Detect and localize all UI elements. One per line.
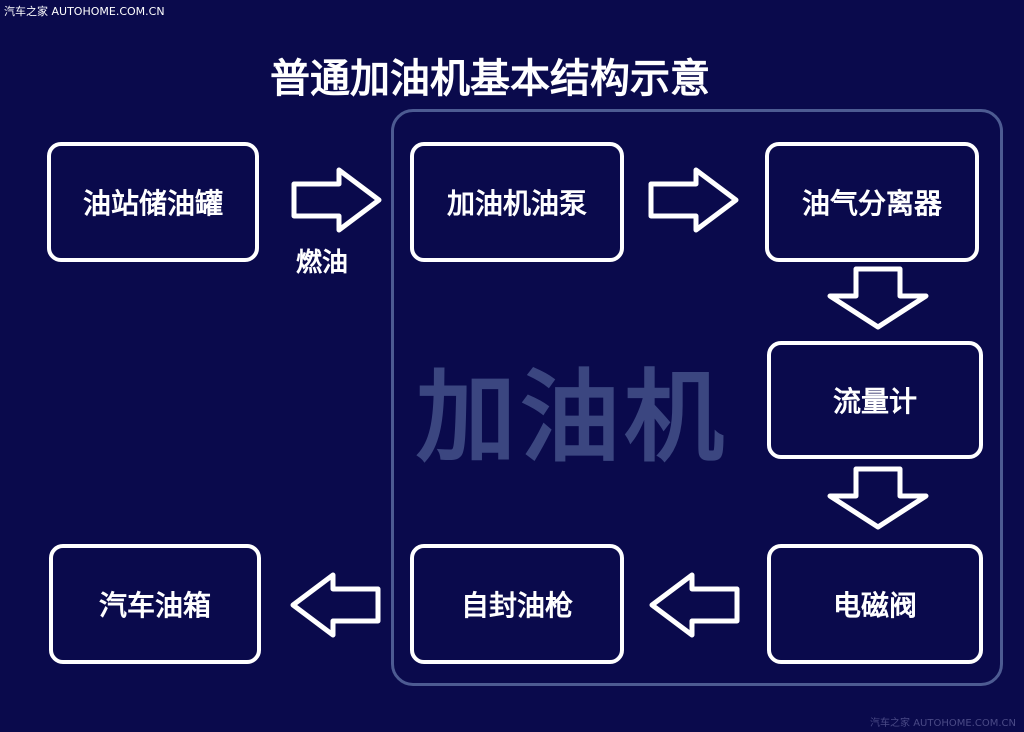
arrow-left-icon — [290, 572, 381, 638]
arrow-down-icon — [827, 266, 929, 330]
arrow-right-icon — [291, 167, 382, 233]
node-solenoid-valve: 电磁阀 — [767, 544, 983, 664]
node-flow-meter: 流量计 — [767, 341, 983, 459]
fuel-dispenser-container — [391, 109, 1003, 686]
watermark-top: 汽车之家 AUTOHOME.COM.CN — [4, 5, 165, 18]
node-vapor-separator: 油气分离器 — [765, 142, 979, 262]
arrow-left-icon — [649, 572, 740, 638]
diagram-title: 普通加油机基本结构示意 — [270, 56, 710, 102]
node-pump: 加油机油泵 — [410, 142, 624, 262]
node-station-tank: 油站储油罐 — [47, 142, 259, 262]
node-car-tank: 汽车油箱 — [49, 544, 261, 664]
arrow-right-icon — [648, 167, 739, 233]
node-nozzle: 自封油枪 — [410, 544, 624, 664]
container-label: 加油机 — [416, 359, 728, 476]
edge-label-fuel: 燃油 — [296, 248, 349, 278]
arrow-down-icon — [827, 466, 929, 530]
watermark-bottom: 汽车之家 AUTOHOME.COM.CN — [870, 718, 1016, 729]
